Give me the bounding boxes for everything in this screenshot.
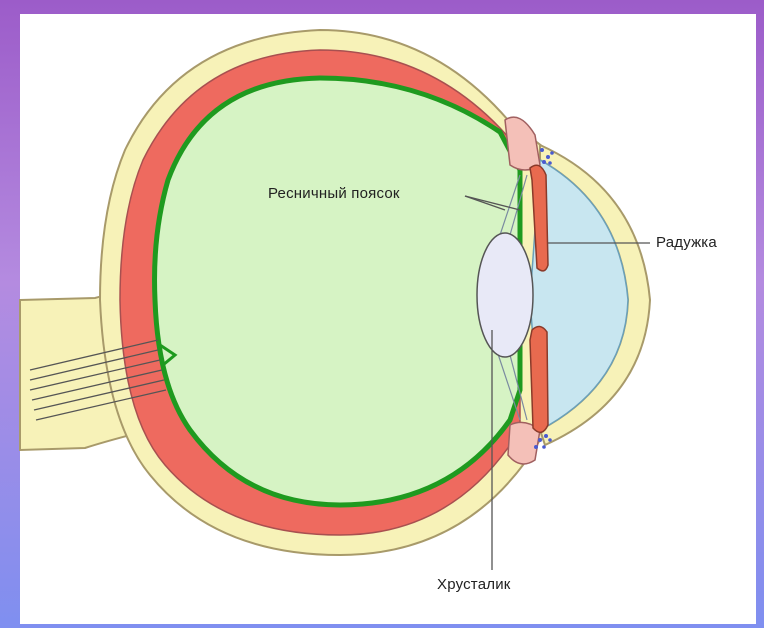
label-lens: Хрусталик [437,576,511,593]
ciliary-body-top [505,117,540,170]
label-iris: Радужка [656,234,717,251]
lens [477,233,533,357]
label-zonule: Ресничный поясок [268,185,400,202]
vitreous-body [155,78,520,505]
iris-bottom [530,326,548,432]
